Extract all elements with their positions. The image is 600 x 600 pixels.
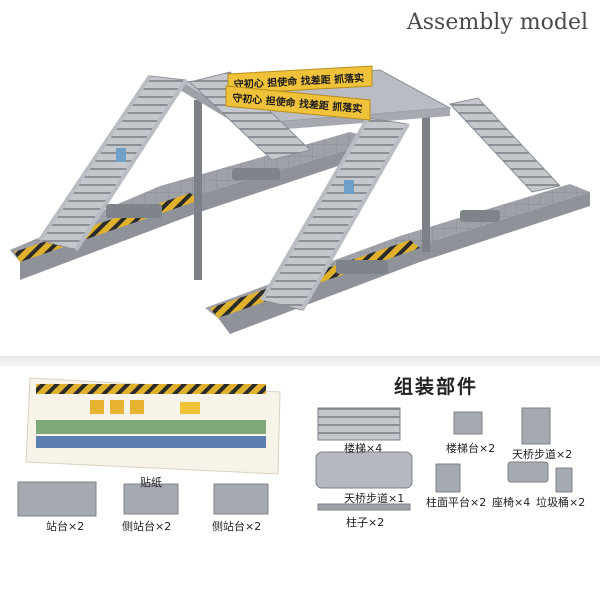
label-stair-landing: 楼梯台×2 [446, 442, 496, 455]
walkway-main-piece [315, 451, 413, 489]
stairs-right [260, 97, 561, 311]
pillar-left [194, 100, 202, 280]
label-pillar-platform: 柱面平台×2 [426, 496, 487, 509]
seats [106, 168, 500, 274]
stairs-piece [317, 407, 401, 441]
seat-piece [507, 461, 549, 483]
pillar-piece [317, 503, 411, 511]
platform-piece [17, 481, 97, 517]
stairs-left [38, 71, 311, 252]
sticker-sheet [25, 377, 281, 475]
label-platform: 站台×2 [46, 520, 85, 533]
label-pillar: 柱子×2 [346, 516, 385, 529]
section-divider [0, 356, 600, 366]
product-title: Assembly model [406, 10, 588, 35]
trash-bin-right [344, 180, 354, 194]
label-stickers: 贴纸 [140, 476, 162, 489]
label-trash-bin: 垃圾桶×2 [536, 496, 586, 509]
bridge-sign-1: 守初心 担使命 找差距 抓落实 [227, 65, 373, 95]
pillar-platform-piece [435, 463, 461, 493]
label-walkway-main: 天桥步道×1 [344, 492, 405, 505]
parts-heading: 组装部件 [394, 376, 479, 398]
label-walkway-end: 天桥步道×2 [512, 448, 573, 461]
assembled-bridge-model: 守初心 担使命 找差距 抓落实 守初心 担使命 找差距 抓落实 [10, 65, 590, 334]
label-side-platform-1: 侧站台×2 [122, 520, 172, 533]
label-side-platform-2: 侧站台×2 [212, 520, 262, 533]
side-platform-piece-2 [213, 483, 269, 515]
walkway-end-piece [521, 407, 551, 445]
side-platform-piece-1 [123, 483, 179, 515]
trash-bin-left [116, 148, 126, 162]
trash-bin-piece [555, 467, 573, 493]
stair-landing-piece [453, 411, 483, 435]
pillar-right [422, 112, 430, 252]
label-stairs: 楼梯×4 [344, 442, 383, 455]
label-seat: 座椅×4 [492, 496, 531, 509]
